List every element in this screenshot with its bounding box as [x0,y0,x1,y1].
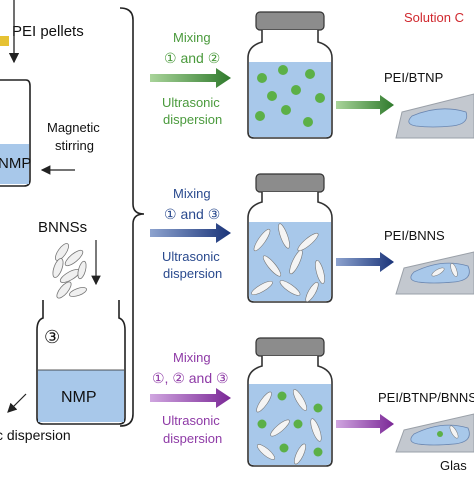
output-arrow-2 [336,252,394,272]
dispersion-label: c dispersion [0,427,71,443]
output-arrow-3 [336,414,394,434]
bnns-label: BNNSs [38,219,87,236]
route1-arrow [150,68,231,88]
bottom-left-jar-nmp: NMP [61,389,97,406]
route3-detail: ①, ② and ③ [152,370,229,386]
bnns-flakes [52,243,87,299]
pei-pellet-icon [0,36,9,46]
film-btnp-bnns [395,413,474,453]
route2-process-2: dispersion [163,266,222,281]
substrate-label: Glas [440,458,467,473]
product-label-2: PEI/BNNS [384,228,445,243]
dispersion-arrow [7,393,27,413]
magnetic-label-1: Magnetic [47,120,100,135]
bottom-left-jar-liquid [38,370,124,422]
route3-mixing: Mixing [173,350,211,365]
route2-detail: ① and ③ [164,206,220,222]
top-left-jar-liquid [0,144,29,184]
route1-process-2: dispersion [163,112,222,127]
route3-process-2: dispersion [163,431,222,446]
route2-arrow [150,223,231,243]
route2-process-1: Ultrasonic [162,249,220,264]
route1-mixing: Mixing [173,30,211,45]
route3-process-1: Ultrasonic [162,413,220,428]
solution-title: Solution C [404,10,464,25]
product-label-1: PEI/BTNP [384,70,443,85]
magnetic-label-2: stirring [55,138,94,153]
jar-btnp-bnns [247,337,333,467]
route1-detail: ① and ② [164,50,220,66]
output-arrow-1 [336,95,394,115]
circled-three-label: ③ [44,327,60,347]
top-left-jar-nmp: NMP [0,155,31,172]
top-left-jar [0,79,31,187]
bottom-left-jar [36,300,126,425]
film-bnns [395,251,474,295]
product-label-3: PEI/BTNP/BNNS [378,390,474,405]
jar-bnns [247,173,333,303]
route1-process-1: Ultrasonic [162,95,220,110]
route2-mixing: Mixing [173,186,211,201]
route3-arrow [150,388,231,408]
pei-pellets-label: PEI pellets [12,23,84,40]
jar-btnp [247,11,333,139]
film-btnp [395,93,474,139]
grouping-bracket [119,7,145,427]
